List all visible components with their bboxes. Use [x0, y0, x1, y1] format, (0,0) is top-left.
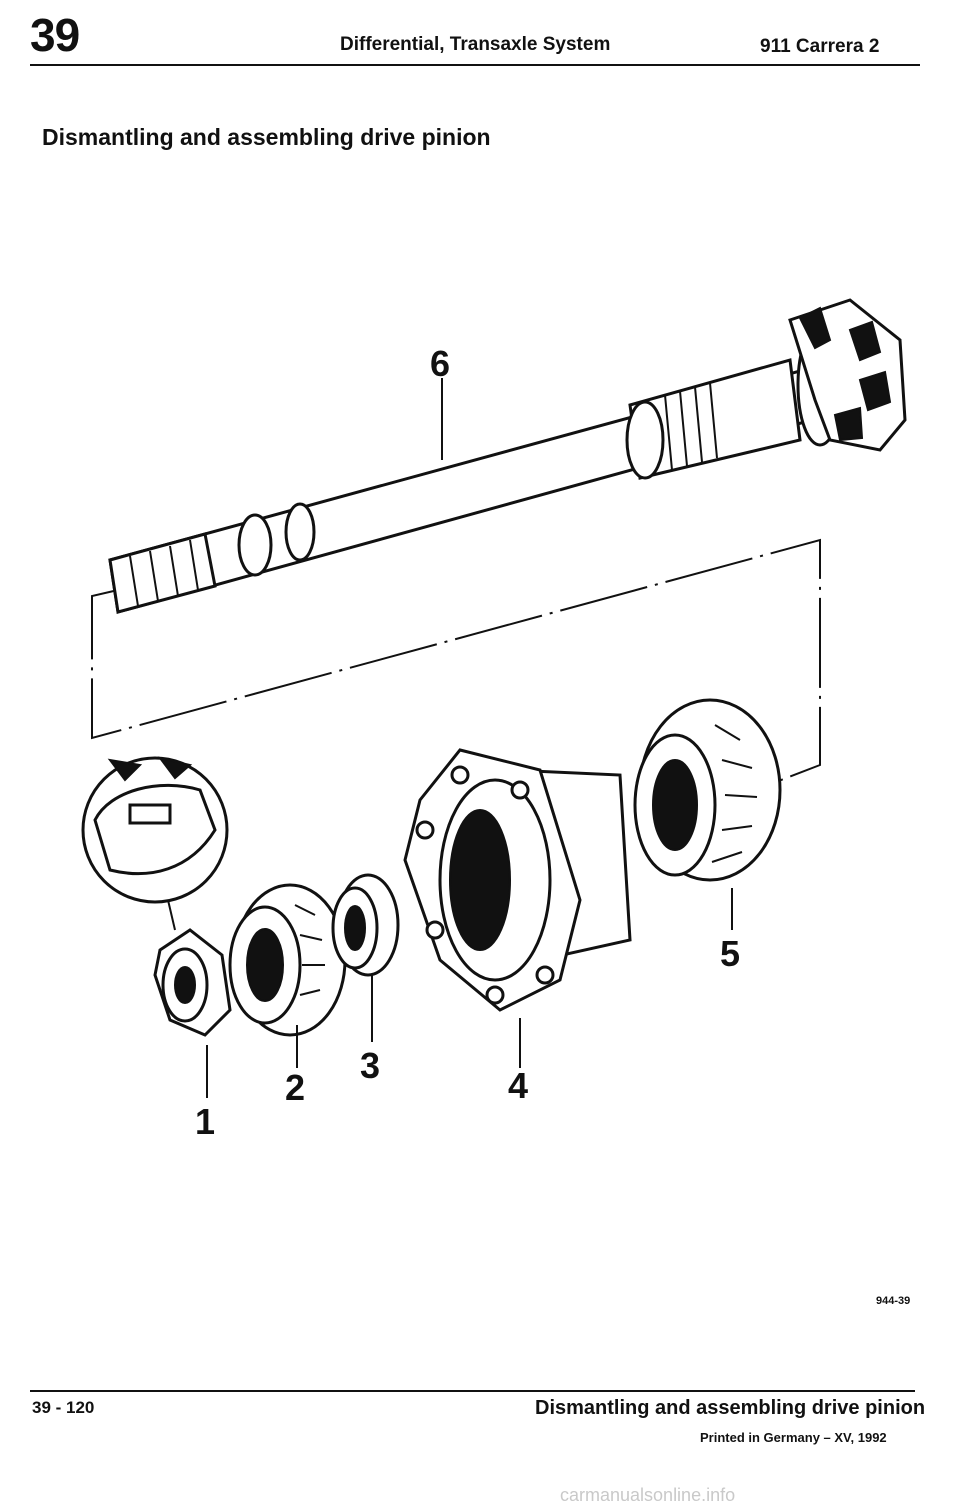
header-rule	[30, 64, 920, 66]
callout-6: 6	[430, 343, 450, 384]
part-5-bearing	[633, 698, 782, 882]
footer-title: Dismantling and assembling drive pinion	[535, 1397, 926, 1419]
callout-4: 4	[508, 1065, 528, 1106]
exploded-view-drawing: 1 2 3 4 5 6	[81, 298, 907, 1142]
part-1-nut	[153, 928, 232, 1037]
callout-2: 2	[285, 1067, 305, 1108]
footer-rule	[30, 1390, 915, 1392]
part-3-spacer	[331, 873, 400, 977]
page-number: 39 - 120	[32, 1398, 95, 1417]
chapter-number: 39	[30, 9, 80, 61]
page-heading: Dismantling and assembling drive pinion	[42, 124, 491, 150]
pinion-gear	[788, 298, 907, 452]
part-2-bearing	[228, 883, 347, 1037]
header-title: Differential, Transaxle System	[340, 34, 611, 55]
detail-magnifier	[81, 756, 229, 931]
leader-lines	[206, 378, 733, 1098]
figure-code: 944-39	[876, 1295, 911, 1307]
drive-pinion-shaft	[108, 323, 850, 614]
printed-note: Printed in Germany – XV, 1992	[700, 1430, 887, 1445]
assembly-line	[91, 538, 821, 791]
watermark: carmanualsonline.info	[560, 1485, 736, 1505]
callout-1: 1	[195, 1101, 215, 1142]
part-4-housing	[403, 748, 632, 1012]
callout-5: 5	[720, 933, 740, 974]
callout-3: 3	[360, 1045, 380, 1086]
model-name: 911 Carrera 2	[760, 36, 880, 57]
